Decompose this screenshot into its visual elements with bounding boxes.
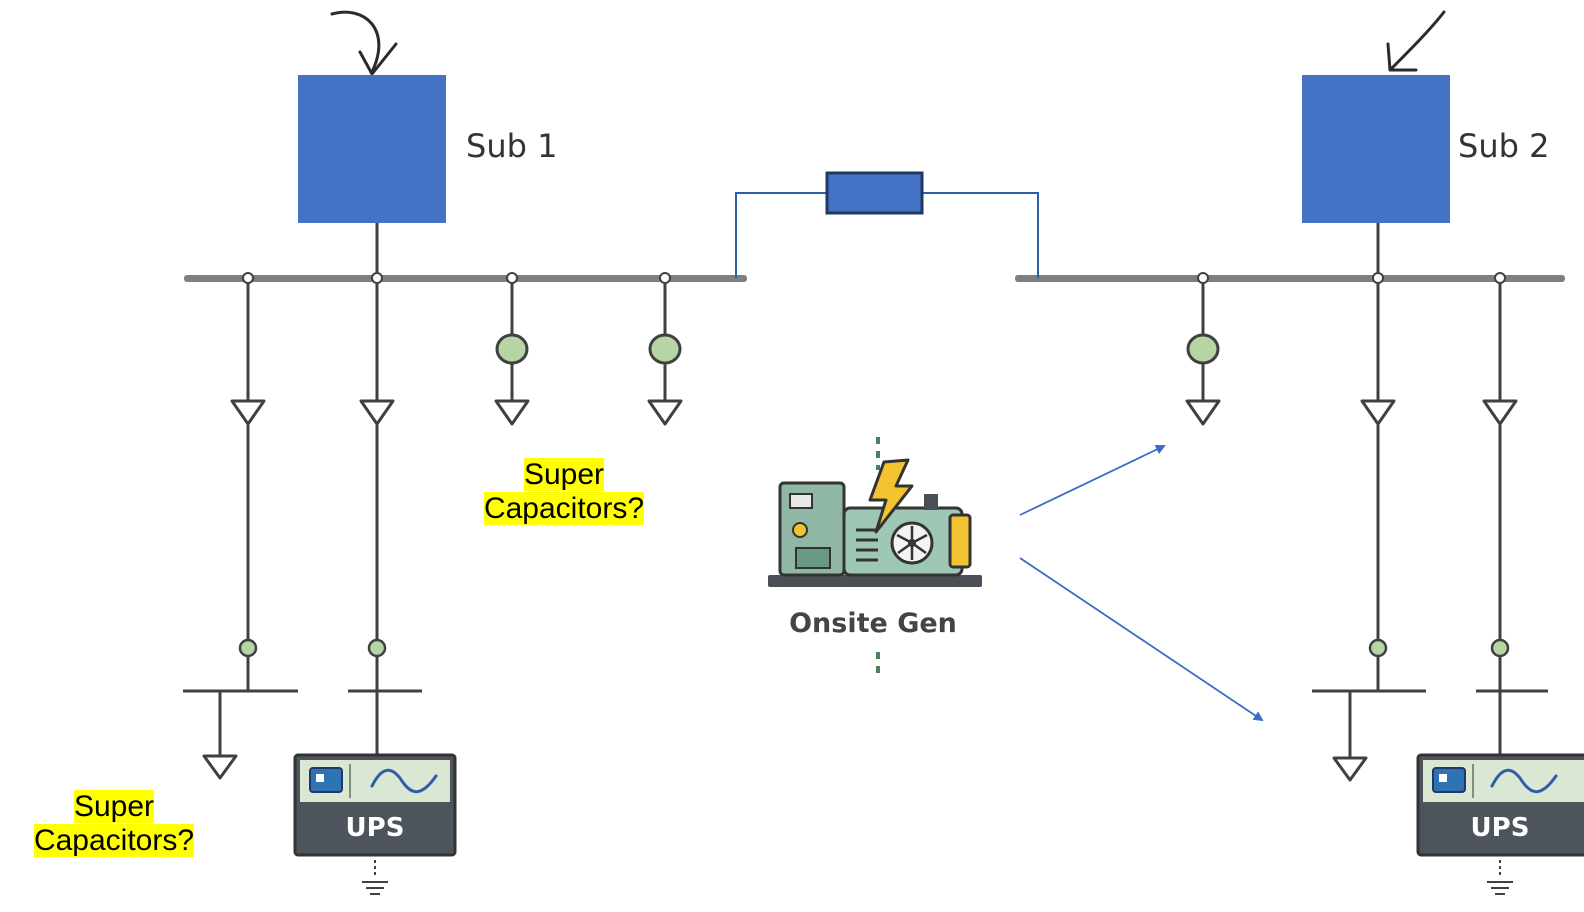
feeder-left-1-load-icon (230, 399, 266, 426)
ups-left: UPS (293, 753, 457, 857)
super-cap-top-line2: Capacitors? (483, 492, 645, 525)
gen-arrow-upper (1019, 444, 1166, 516)
feeder-right-3-breaker (1490, 638, 1510, 658)
sub2-label: Sub 2 (1458, 127, 1549, 165)
super-cap-top-line1: Super (523, 458, 605, 491)
feeder-left-3-node (506, 272, 518, 284)
feeder-left-1-breaker (238, 638, 258, 658)
ups-right: UPS (1416, 753, 1584, 857)
incoming-feed-arrow-sub1 (330, 10, 381, 74)
feeder-right-1-breaker (1186, 333, 1220, 365)
ups-right-label: UPS (1471, 813, 1530, 843)
super-capacitor-branch (202, 691, 238, 780)
ups-left-ground (362, 860, 388, 895)
feeder-right-1-load-icon (1185, 399, 1221, 426)
substation-2 (1302, 75, 1450, 223)
super-cap-bottom-line2: Capacitors? (33, 824, 195, 857)
feeder-left-2-load-icon (359, 399, 395, 426)
feeder-right-1-node (1197, 272, 1209, 284)
incoming-feed-arrow-sub1-head (358, 42, 398, 76)
feeder-left-4-breaker (648, 333, 682, 365)
sub1-label: Sub 1 (466, 127, 557, 165)
gen-arrow-lower (1019, 557, 1264, 722)
tie-breaker (825, 171, 924, 215)
ups-left-label: UPS (346, 813, 405, 843)
bus-right (1015, 275, 1565, 282)
feeder-right-3-node (1494, 272, 1506, 284)
fan-icon (890, 521, 934, 565)
incoming-feed-arrow-sub2 (1390, 10, 1446, 70)
incoming-feed-arrow-sub2-head (1386, 42, 1418, 72)
feeder-left-2-node (371, 272, 383, 284)
feeder-right-2-node (1372, 272, 1384, 284)
battery-icon-right (1432, 767, 1466, 793)
onsite-gen-label: Onsite Gen (789, 608, 957, 639)
feeder-left-4-node (659, 272, 671, 284)
super-capacitors-note-top: Super Capacitors? (452, 458, 676, 526)
feeder-right-2-load-icon (1360, 399, 1396, 426)
feeder-left-3-load-icon (494, 399, 530, 426)
bus-left (184, 275, 747, 282)
super-capacitors-note-bottom: Super Capacitors? (4, 790, 224, 858)
feeder-left-4-load-icon (647, 399, 683, 426)
feeder-left-3-breaker (495, 333, 529, 365)
sine-wave-icon-right (1490, 768, 1558, 794)
sine-wave-icon (370, 768, 438, 794)
feeder-right-3-load-icon (1482, 399, 1518, 426)
lightning-bolt-icon (868, 458, 914, 534)
feeder-left-2-breaker (367, 638, 387, 658)
battery-icon (309, 767, 343, 793)
ups-right-ground (1487, 860, 1513, 895)
super-cap-bottom-line1: Super (73, 790, 155, 823)
super-capacitor-branch-right (1332, 691, 1368, 782)
feeder-right-2-breaker (1368, 638, 1388, 658)
feeder-left-1-node (242, 272, 254, 284)
onsite-generator: Onsite Gen (768, 437, 982, 676)
substation-1 (298, 75, 446, 223)
